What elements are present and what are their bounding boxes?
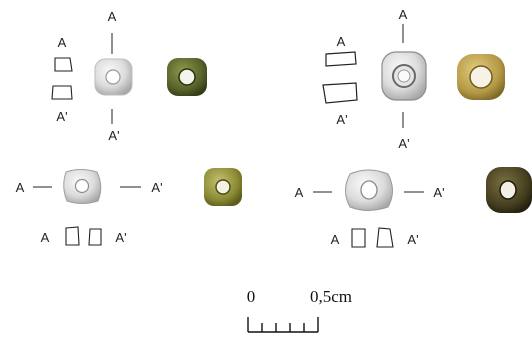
bead-perforation [469,65,493,89]
scale-start-label: 0 [247,287,256,306]
label-a-prime: A' [398,136,409,151]
bead-perforation [178,68,196,86]
scale-ticks [247,317,319,333]
bead-perforation [499,180,517,200]
label-a: A [41,230,50,245]
label-a: A [399,7,408,22]
label-a: A [331,232,340,247]
scale-end-label: 0,5cm [310,287,352,306]
label-a: A [16,180,25,195]
scale-bar: 0 0,5cm [247,287,352,333]
section-profile [325,51,357,67]
section-profile [51,85,73,100]
bead-4-drawing: A A' A A' [295,167,532,248]
bead-2-drawing: A A A' A' [322,7,505,151]
label-a-prime: A' [108,128,119,143]
label-a-prime: A' [56,109,67,124]
label-a-prime: A' [115,230,126,245]
section-profile [65,226,80,246]
label-a: A [58,35,67,50]
section-profile [54,57,73,72]
label-a-prime: A' [151,180,162,195]
label-a: A [337,34,346,49]
label-a-prime: A' [433,185,444,200]
bead-1-drawing: A A A' A' [51,9,207,143]
label-a-prime: A' [407,232,418,247]
section-profile [351,228,366,248]
label-a: A [108,9,117,24]
bead-perforation-inner [397,69,411,83]
section-profile [376,227,394,248]
bead-perforation [360,180,378,200]
bead-3-drawing: A A' A A' [16,168,242,246]
bead-perforation [74,178,90,194]
label-a: A [295,185,304,200]
label-a-prime: A' [336,112,347,127]
section-profile [322,82,358,104]
section-profile [88,228,102,246]
bead-perforation [215,179,231,195]
bead-perforation [105,69,121,85]
